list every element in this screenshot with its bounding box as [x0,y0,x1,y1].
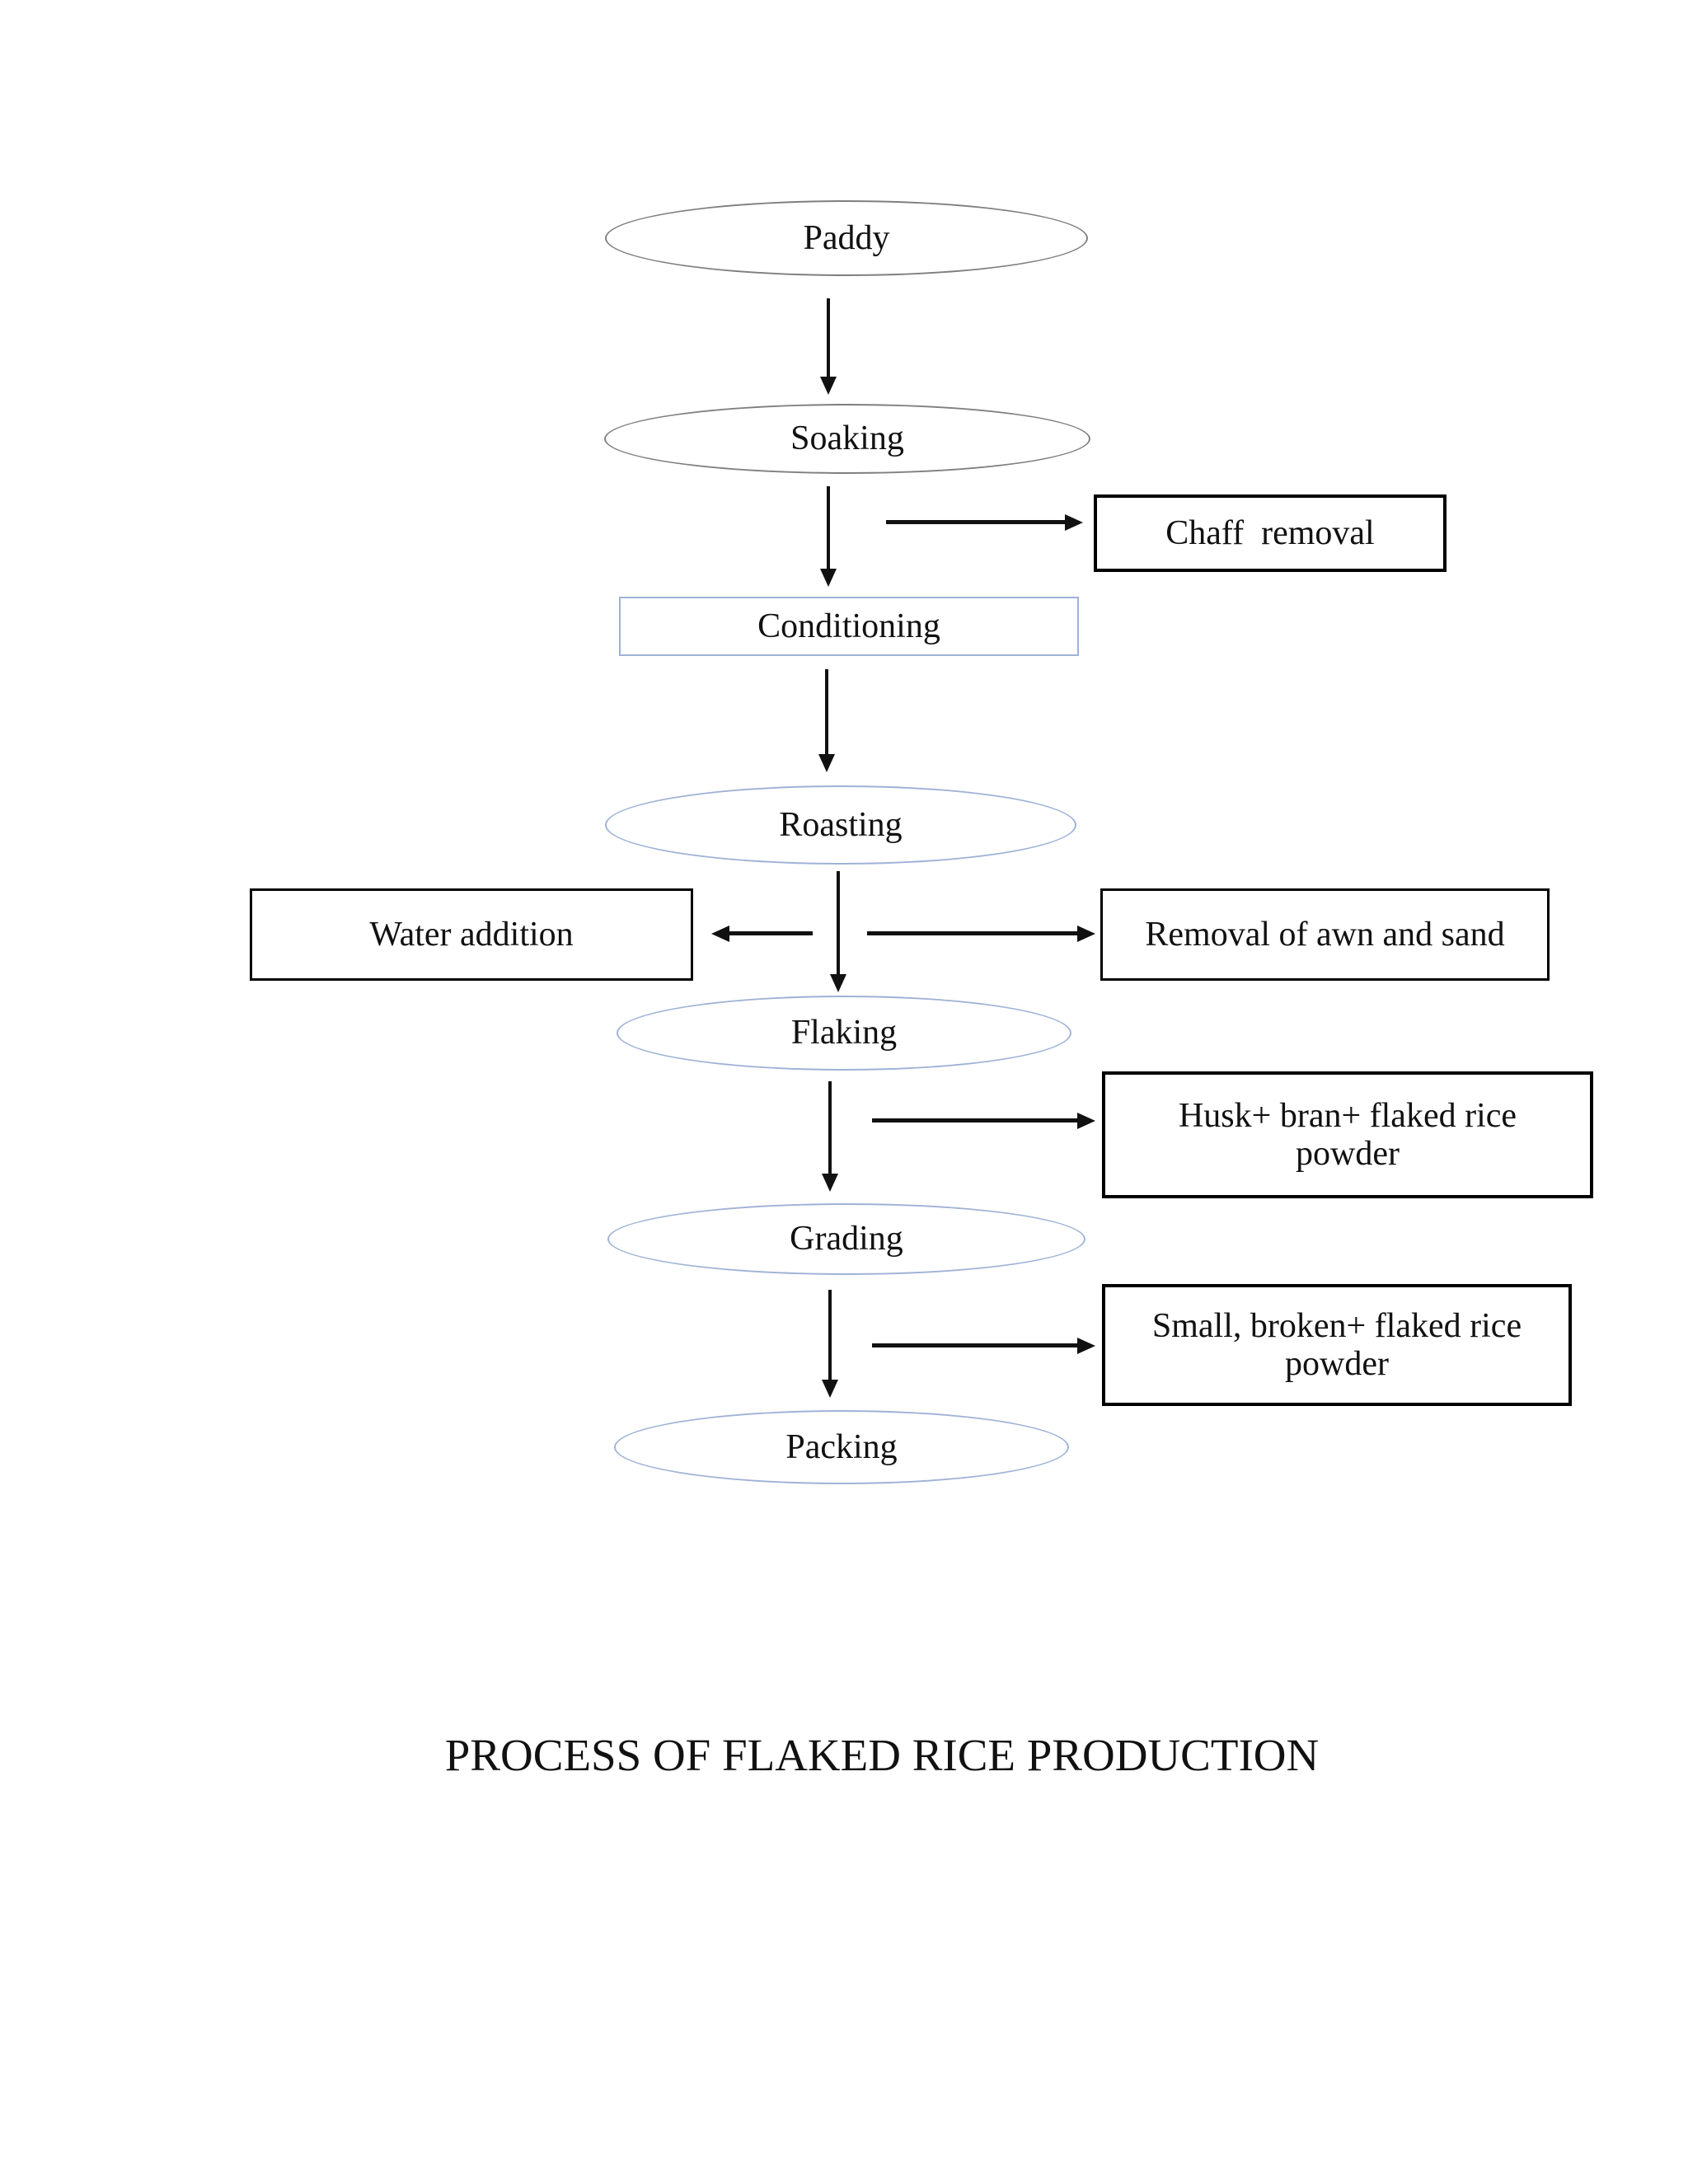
node-paddy: Paddy [605,200,1088,276]
arrow-to-husk-output [872,1118,1078,1122]
arrow-roasting-to-flaking [837,871,840,975]
husk-output-line2: powder [1296,1135,1400,1173]
arrow-flaking-to-grading [828,1081,832,1174]
arrow-to-small-output [872,1343,1078,1347]
arrow-paddy-to-soaking [827,298,830,377]
page-title: PROCESS OF FLAKED RICE PRODUCTION [444,1730,1320,1780]
arrow-conditioning-to-roasting [825,669,828,755]
box-small-output: Small, broken+ flaked rice powder [1102,1284,1572,1406]
arrow-soaking-to-conditioning [827,486,830,569]
small-output-line1: Small, broken+ flaked rice [1151,1306,1522,1345]
node-packing: Packing [614,1410,1069,1484]
node-soaking: Soaking [604,404,1090,474]
node-flaking: Flaking [617,996,1071,1071]
node-grading: Grading [607,1203,1085,1275]
arrow-to-awn-sand-removal [867,931,1078,935]
node-roasting: Roasting [605,785,1076,865]
arrow-to-chaff-removal [886,520,1066,524]
small-output-line2: powder [1285,1345,1389,1383]
box-husk-output: Husk+ bran+ flaked rice powder [1102,1071,1593,1198]
box-water-addition: Water addition [250,888,693,981]
node-conditioning: Conditioning [619,597,1079,656]
box-chaff-removal: Chaff removal [1094,494,1447,572]
husk-output-line1: Husk+ bran+ flaked rice [1178,1096,1517,1135]
arrow-grading-to-packing [828,1290,832,1380]
box-awn-sand-removal: Removal of awn and sand [1100,888,1550,981]
arrow-to-water-addition [729,931,813,935]
